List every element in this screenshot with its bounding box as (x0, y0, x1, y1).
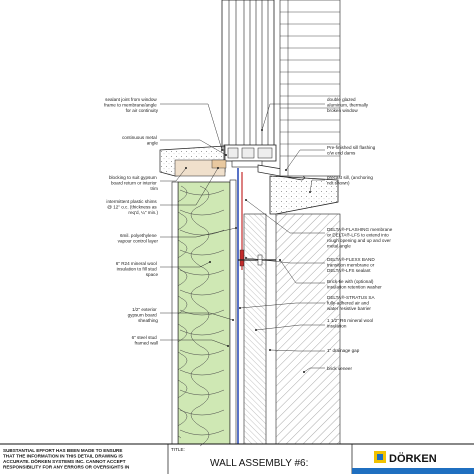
brick-veneer-upper (279, 0, 341, 177)
precast-sill (269, 175, 339, 215)
label-stratus: DELTA®-STRATUS SA fully-adhered air and … (327, 294, 376, 311)
label-drainage: 1" drainage gap (327, 348, 360, 353)
label-r6: 1 1/2" R6 mineral wool insulation (327, 318, 374, 329)
label-blocking: blocking to suit gypsum board return or … (109, 175, 158, 191)
label-precast-sill: precast sill, (anchoring not shown) (327, 175, 374, 186)
left-labels: sealant joint from window frame to membr… (104, 97, 159, 346)
brand-stripe (352, 468, 474, 474)
stud-cavity-insulation (174, 181, 231, 447)
title-block: SUBSTANTIAL EFFORT HAS BEEN MADE TO ENSU… (0, 443, 474, 474)
exterior-mineral-wool (243, 213, 267, 445)
label-r24: 6" R24 mineral wool insulation to fill s… (116, 261, 159, 277)
window-frame (221, 0, 275, 151)
label-sealant-joint: sealant joint from window frame to membr… (104, 97, 159, 113)
label-shims: intermittent plastic shims @ 12" o.c. (t… (106, 199, 158, 215)
sealant-joint (211, 159, 227, 169)
label-gypsum: 1/2" exterior gypsum board sheathing (128, 307, 159, 323)
label-flexx: DELTA®-FLEXX BAND transition membrane or… (327, 256, 376, 273)
title-label: TITLE: (171, 447, 185, 452)
exterior-gypsum-sheathing (229, 179, 237, 445)
label-brick-tie: Brick-tie with (optional) insulation ret… (327, 279, 382, 290)
leader-lines (160, 103, 325, 373)
label-metal-angle: continuous metal angle (122, 135, 158, 146)
label-brick: brick veneer (327, 366, 352, 371)
window-sill-profile (223, 144, 277, 168)
brand-name: DÖRKEN (389, 452, 437, 465)
label-deltaflashing: DELTA®-FLASHING membrane or DELTA®-LFS t… (327, 226, 394, 249)
label-sill-flashing: Pre-finished sill flashing c/w end dams (327, 145, 377, 156)
label-vapour: 6mil. polyethylene vapour control layer (118, 233, 159, 244)
label-stud: 6" steel stud framed wall (132, 335, 158, 346)
dorken-logo-icon (374, 451, 386, 463)
right-labels: double glazed aluminum, thermally broken… (327, 97, 394, 371)
brick-veneer-lower (275, 213, 341, 445)
label-double-glazed: double glazed aluminum, thermally broken… (327, 97, 369, 113)
drawing-title: WALL ASSEMBLY #6: (210, 458, 308, 469)
disclaimer-text: SUBSTANTIAL EFFORT HAS BEEN MADE TO ENSU… (3, 448, 130, 470)
